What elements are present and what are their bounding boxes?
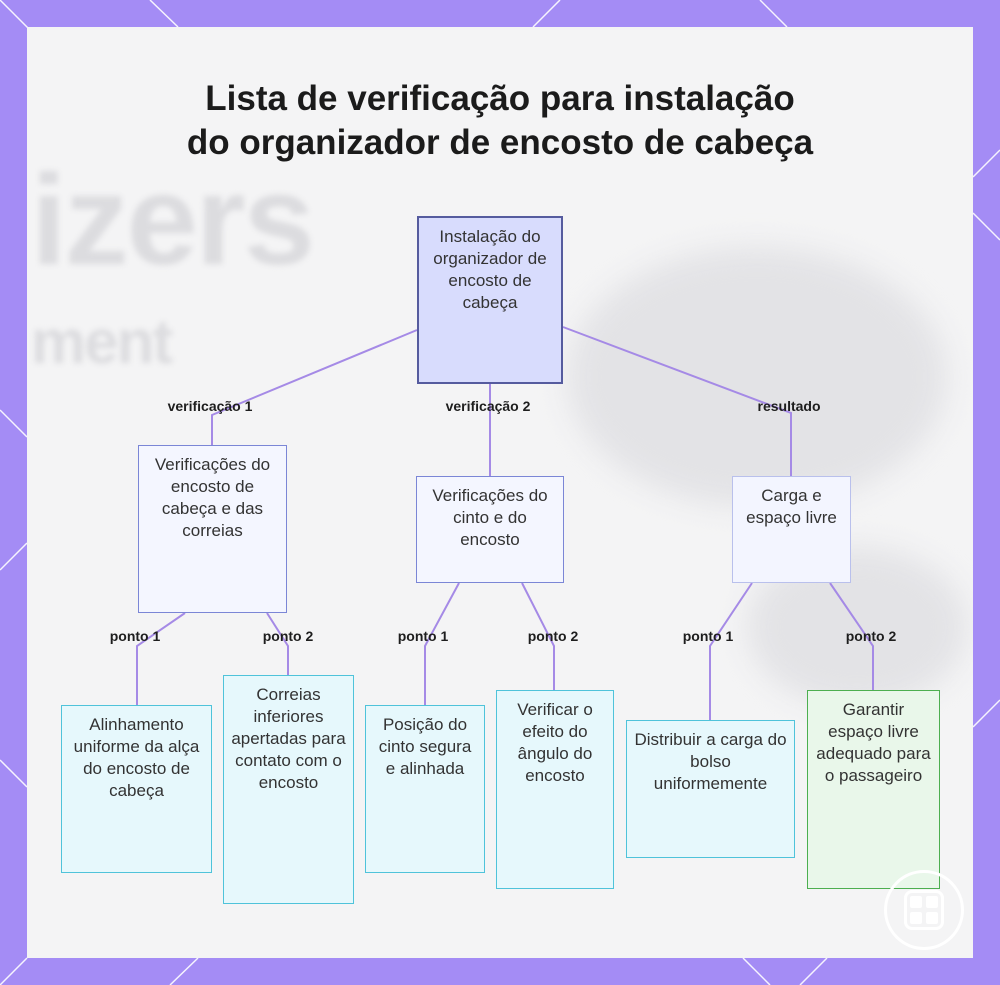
node-leaf-backrest-angle: Verificar o efeito do ângulo do encosto xyxy=(496,690,614,889)
edge-label-result-point2: ponto 2 xyxy=(845,628,897,644)
edge-label-check2: verificação 2 xyxy=(445,398,531,414)
page-title: Lista de verificação para instalação do … xyxy=(27,77,973,165)
watermark-blob xyxy=(567,247,947,507)
node-leaf-lower-straps: Correias inferiores apertadas para conta… xyxy=(223,675,354,904)
edge-label-check1-point2: ponto 2 xyxy=(262,628,314,644)
node-root: Instalação do organizador de encosto de … xyxy=(417,216,563,384)
node-check-headrest-straps: Verificações do encosto de cabeça e das … xyxy=(138,445,287,613)
edge-result-leaf6 xyxy=(829,582,874,690)
edge-label-check2-point2: ponto 2 xyxy=(527,628,579,644)
node-check-belt-backrest: Verificações do cinto e do encosto xyxy=(416,476,564,583)
node-leaf-belt-position: Posição do cinto segura e alinhada xyxy=(365,705,485,873)
watermark-text-small: ment xyxy=(31,308,173,377)
edge-label-check1: verificação 1 xyxy=(167,398,253,414)
node-leaf-strap-alignment: Alinhamento uniforme da alça do encosto … xyxy=(61,705,212,873)
node-leaf-passenger-clearance: Garantir espaço livre adequado para o pa… xyxy=(807,690,940,889)
node-load-clearance: Carga e espaço livre xyxy=(732,476,851,583)
edge-label-check1-point1: ponto 1 xyxy=(109,628,161,644)
title-line-1: Lista de verificação para instalação xyxy=(205,79,795,118)
edge-check1-leaf2 xyxy=(266,612,289,675)
edge-check1-leaf1 xyxy=(136,612,186,705)
edge-label-result-point1: ponto 1 xyxy=(682,628,734,644)
node-leaf-load-distribution: Distribuir a carga do bolso uniformement… xyxy=(626,720,795,858)
grid-logo-icon xyxy=(884,870,964,950)
edge-label-result: resultado xyxy=(757,398,821,414)
watermark-text-large: izers xyxy=(31,149,315,292)
edge-label-check2-point1: ponto 1 xyxy=(397,628,449,644)
edge-check2-leaf3 xyxy=(424,582,460,705)
edge-check2-leaf4 xyxy=(521,582,555,690)
edge-result-leaf5 xyxy=(709,582,753,720)
edge-root-result xyxy=(562,326,792,476)
title-line-2: do organizador de encosto de cabeça xyxy=(186,123,814,162)
edge-root-check1 xyxy=(211,329,418,445)
